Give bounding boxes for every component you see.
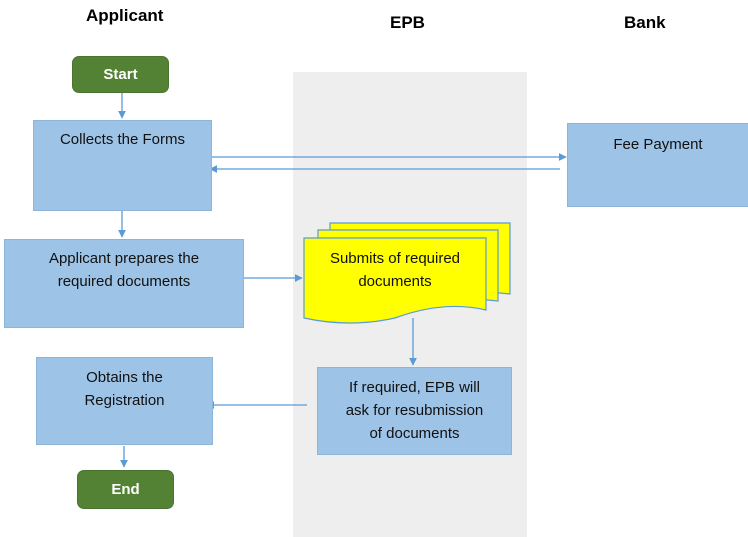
- lane-title-applicant: Applicant: [86, 6, 164, 25]
- fee-payment-box: Fee Payment: [567, 123, 748, 207]
- start-terminator: Start: [72, 56, 169, 93]
- submits-line-1: Submits of required: [329, 250, 461, 267]
- obtains-line-2: Registration: [84, 392, 165, 409]
- prepares-line-1: Applicant prepares the: [48, 250, 200, 267]
- resubmission-line-3: of documents: [369, 425, 460, 442]
- obtains-registration-box: Obtains the Registration: [36, 357, 213, 445]
- lane-title-epb: EPB: [390, 13, 425, 32]
- resubmission-line-1: If required, EPB will: [349, 379, 480, 396]
- resubmission-box: If required, EPB will ask for resubmissi…: [317, 367, 512, 455]
- resubmission-line-2: ask for resubmission: [345, 402, 484, 419]
- collects-forms-box: Collects the Forms: [33, 120, 212, 211]
- lane-title-bank: Bank: [624, 13, 666, 32]
- submits-documents-label: Submits of required documents: [306, 247, 484, 293]
- prepares-documents-box: Applicant prepares the required document…: [4, 239, 244, 328]
- submits-document-shape: [303, 222, 511, 324]
- end-terminator: End: [77, 470, 174, 509]
- submits-line-2: documents: [358, 273, 432, 290]
- prepares-line-2: required documents: [57, 273, 191, 290]
- obtains-line-1: Obtains the: [86, 369, 163, 386]
